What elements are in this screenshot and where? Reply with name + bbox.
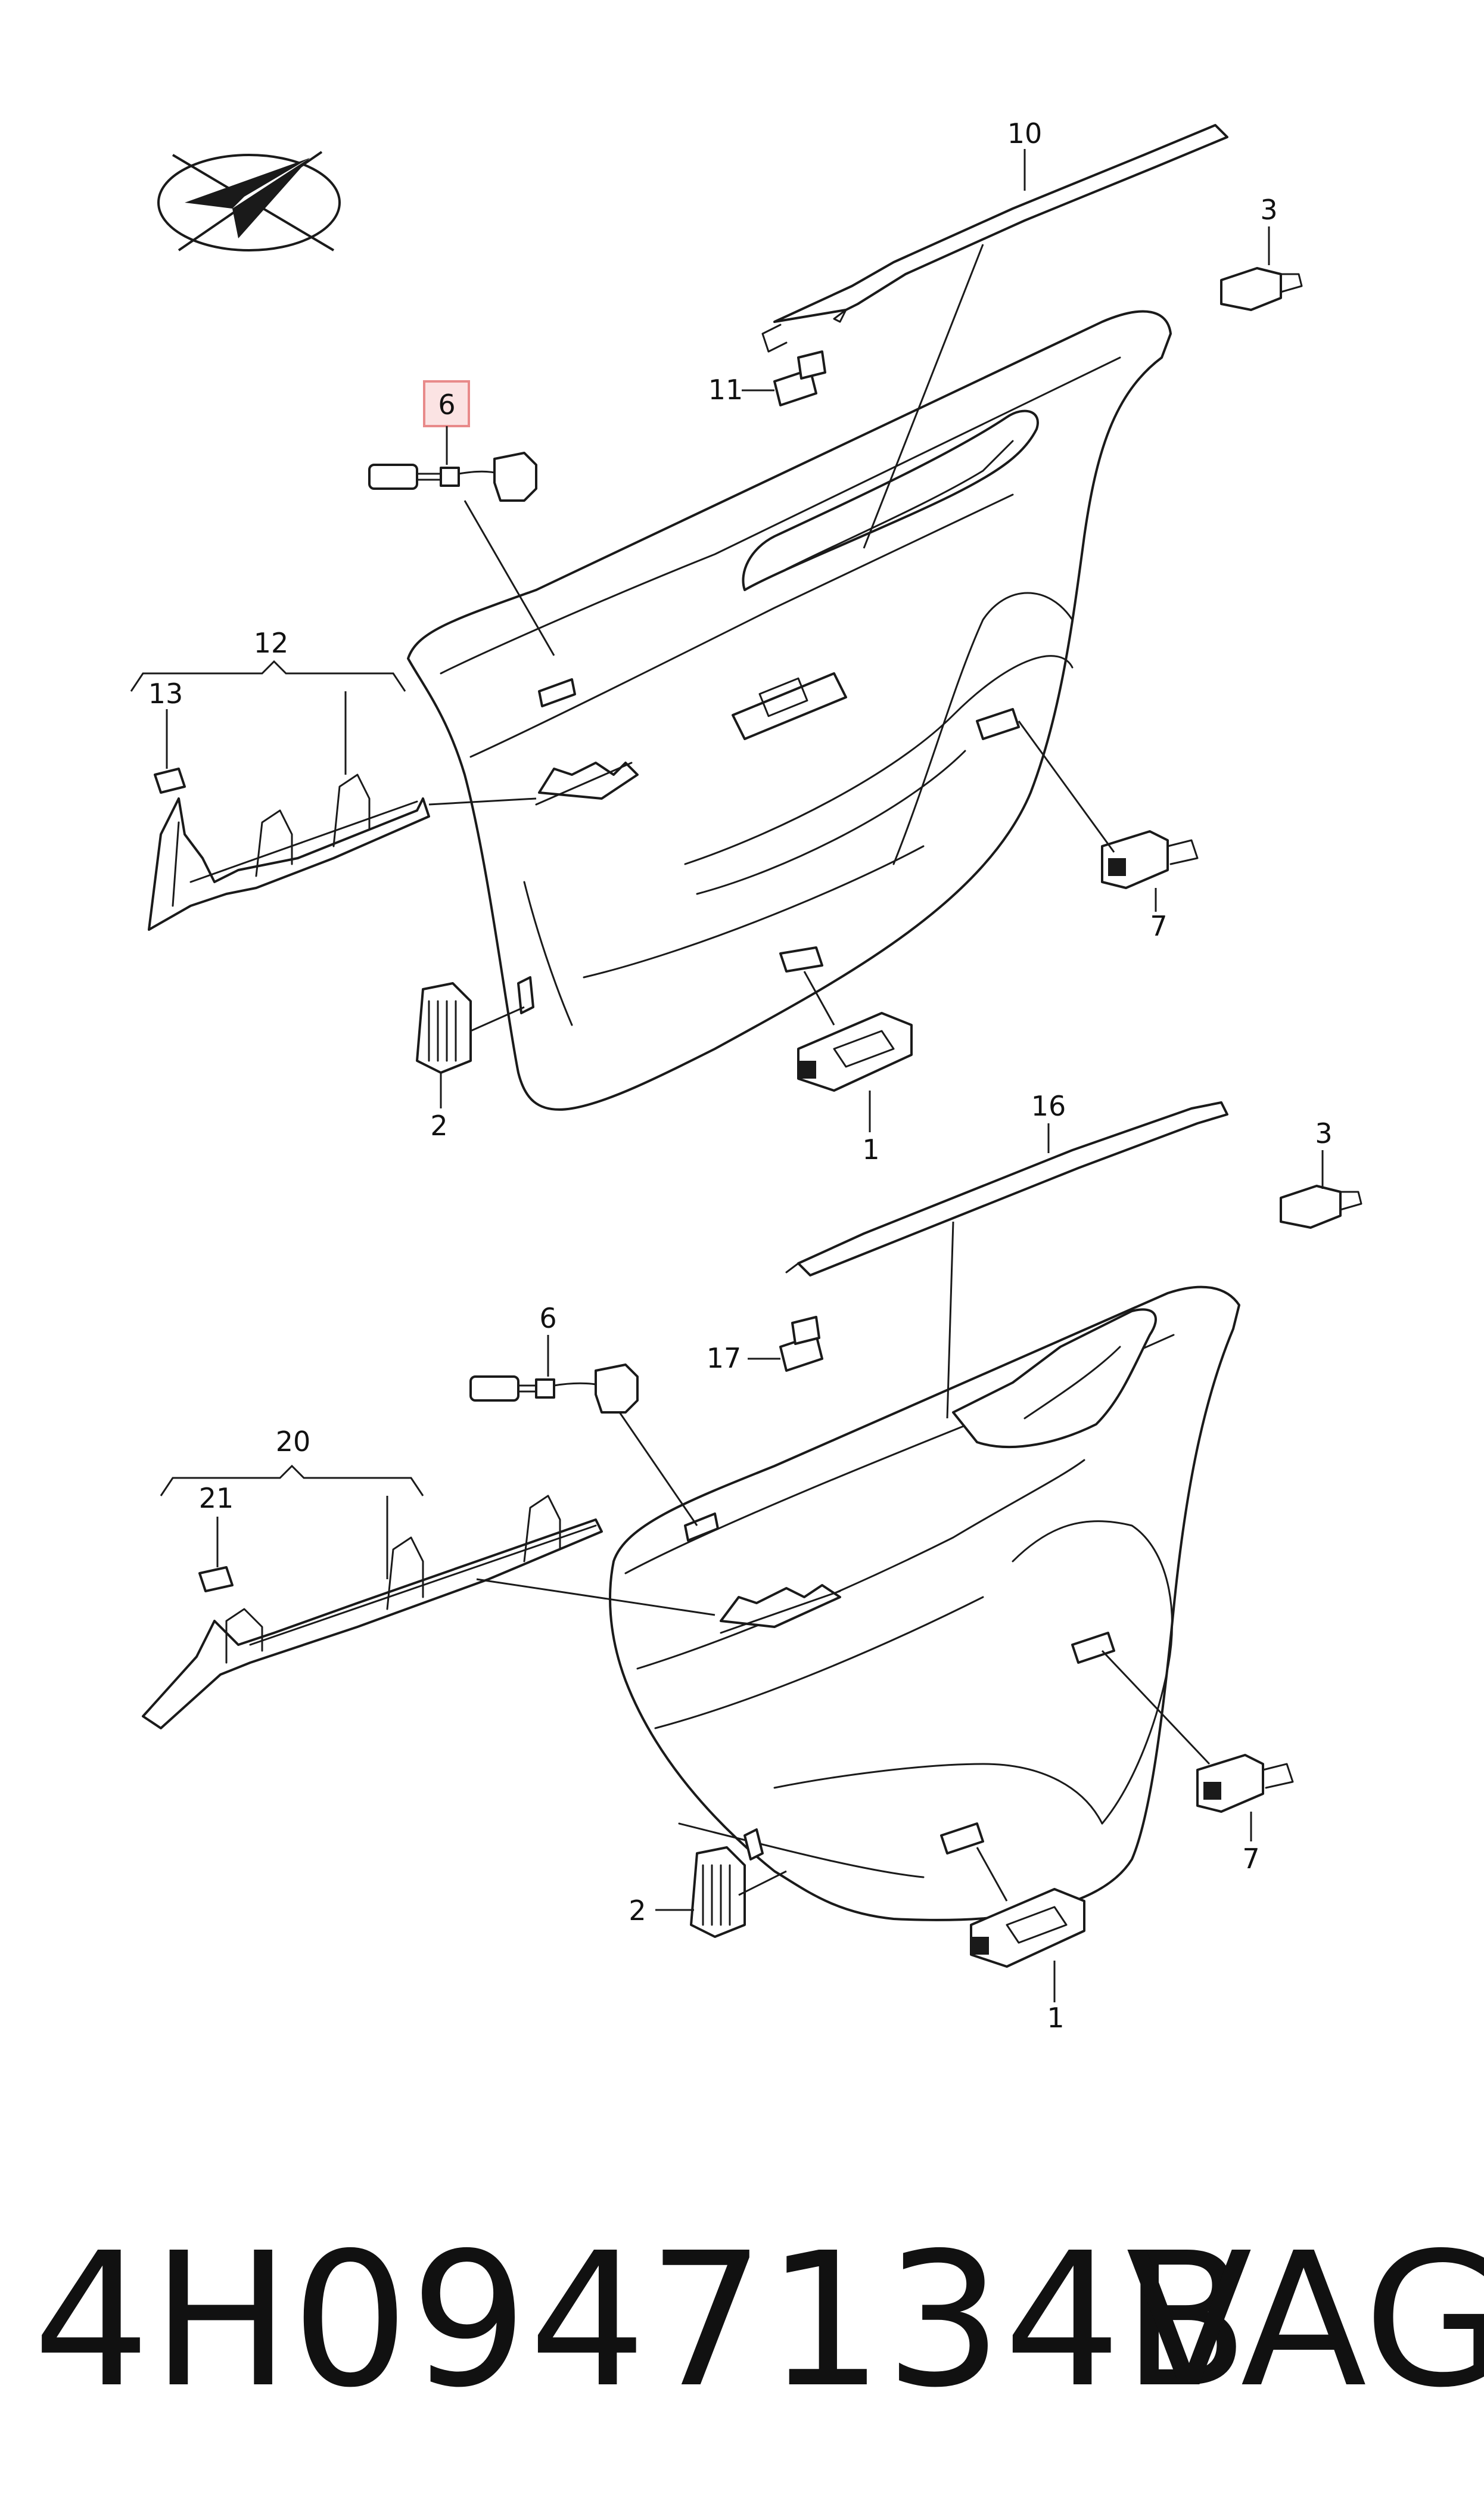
- front-part-2-cover: [416, 982, 472, 1074]
- callout-rear-16: 16: [1031, 1090, 1066, 1122]
- front-leader-lines: [130, 149, 1270, 1132]
- rear-part-1-lamp: [970, 1888, 1085, 1968]
- callout-rear-17: 17: [707, 1342, 742, 1374]
- callout-front-11: 11: [708, 374, 743, 406]
- rear-window-seal-strip: [785, 1101, 1228, 1276]
- callout-front-12: 12: [254, 627, 289, 659]
- callout-rear-21: 21: [199, 1482, 234, 1514]
- rear-part-7-switch: [1196, 1754, 1294, 1813]
- front-part-1-lamp: [797, 1012, 913, 1092]
- callout-rear-6: 6: [539, 1302, 556, 1334]
- front-part-7-switch: [1101, 830, 1199, 889]
- rear-part-6-wiring-harness: [469, 1363, 639, 1414]
- callout-rear-1: 1: [1047, 2002, 1064, 2034]
- callout-front-10: 10: [1007, 117, 1043, 150]
- highlight-box-part-6: [423, 380, 470, 427]
- callout-front-1: 1: [862, 1133, 879, 1166]
- callout-front-6: 6: [438, 389, 455, 421]
- callout-rear-7: 7: [1242, 1843, 1259, 1875]
- front-part-6-wiring-harness: [368, 452, 537, 502]
- callout-rear-3: 3: [1315, 1117, 1332, 1150]
- rear-door-assembly: [609, 1285, 1240, 1921]
- front-sill-strip-assembly: [148, 768, 430, 931]
- front-grab-handle: [742, 409, 1039, 591]
- brand-label: VAG: [1126, 2213, 1484, 2428]
- callout-front-13: 13: [148, 678, 183, 710]
- callout-front-7: 7: [1150, 910, 1167, 942]
- catalog-logo: [157, 151, 341, 251]
- front-window-seal-strip: [761, 124, 1228, 353]
- rear-part-3-clip: [1280, 1185, 1362, 1229]
- rear-leader-lines: [160, 1123, 1324, 2002]
- part-17-connector: [779, 1316, 823, 1372]
- callout-rear-20: 20: [276, 1425, 311, 1458]
- callout-rear-2: 2: [629, 1894, 646, 1927]
- rear-part-2-cover: [690, 1846, 746, 1938]
- callout-front-2: 2: [430, 1110, 447, 1142]
- part-11-connector: [773, 350, 826, 406]
- front-door-assembly: [407, 310, 1172, 1111]
- rear-door-trim-panel: [609, 1285, 1240, 1921]
- part-number-label: 4H0947134B: [33, 2213, 1250, 2428]
- front-part-3-clip: [1220, 267, 1303, 311]
- rear-sill-strip-assembly: [142, 1495, 603, 1729]
- callout-front-3: 3: [1260, 194, 1277, 226]
